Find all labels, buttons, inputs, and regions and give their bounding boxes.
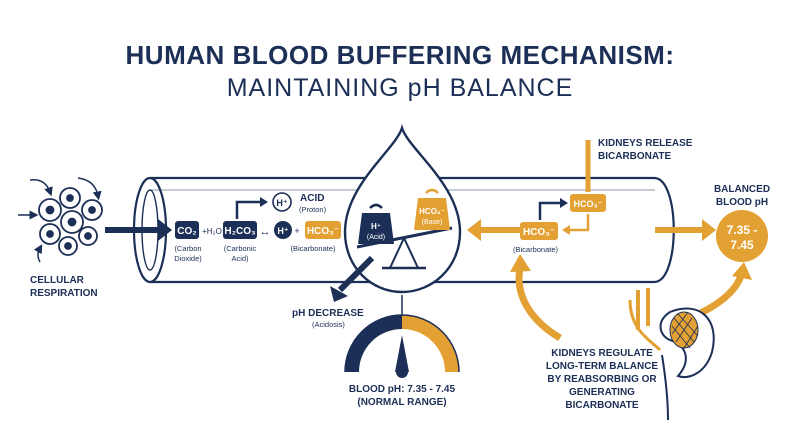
title-line-2: MAINTAINING pH BALANCE [226,74,574,102]
kidney-to-balanced-curve-head [732,262,752,280]
blood-drop [343,124,462,294]
kidney-regulate-line-2: LONG-TERM BALANCE [546,361,659,372]
gauge-label-2: (NORMAL RANGE) [357,397,446,408]
hco3-top-text: HCO₃⁻ [574,199,603,209]
cells-small-arrows [18,177,102,263]
acid-arrow [235,200,262,219]
acid-weight-2: (Acid) [367,234,385,241]
kidney-regulate-line-5: BICARBONATE [565,400,638,411]
hco3-main-box [520,222,558,240]
plus-h2o-text: +H₂O [202,227,222,236]
kidney-release-label-1: KIDNEYS RELEASE [598,138,693,149]
h2co3-box [223,221,257,239]
gauge-label-1: BLOOD pH: 7.35 - 7.45 [349,384,456,395]
h2co3-text: H₂CO₃ [224,226,256,237]
h-plus-circle [274,221,292,239]
cells-label-1: CELLULAR [30,275,85,286]
base-weight-1: HCO₃⁻ [419,207,445,216]
kidney-to-tube-curve [515,267,562,342]
base-weight-2: (Base) [422,219,443,226]
equilibrium-arrow: ↔ [260,226,271,238]
co2-caption-1: (Carbon [174,244,201,253]
balanced-value-2: 7.45 [730,238,754,252]
ph-gauge [344,314,460,378]
co2-caption-2: Dioxide) [174,254,202,263]
acid-arrow-head [260,197,268,207]
kidney-to-tube-curve-head [510,254,531,272]
title-line-1: HUMAN BLOOD BUFFERING MECHANISM: [125,40,675,70]
hco3-top-box [570,194,606,212]
ph-decrease-arrow [337,255,375,293]
hco3-caption: (Bicarbonate) [290,244,336,253]
ph-decrease-arrow-head [330,286,348,302]
bicarb-to-drop-arrow-head [467,219,481,241]
co2-box [175,221,199,239]
hco3-text: HCO₃⁻ [307,226,339,237]
balanced-label-1: BALANCED [714,184,770,195]
bicarb-up-arrow-head [560,198,568,208]
cells-label-2: RESPIRATION [30,288,98,299]
hco3-box [305,221,341,239]
acid-h-circle [272,192,292,212]
hco3-main-text: HCO₃⁻ [523,227,555,238]
balanced-label-2: BLOOD pH [716,197,768,208]
inflow-arrow-head [158,219,172,241]
acid-weight-1: H⁺ [371,222,381,231]
kidney-regulate-line-1: KIDNEYS REGULATE [551,348,653,359]
h-plus-text: H⁺ [277,226,288,236]
kidney-regulate-line-3: BY REABSORBING OR [547,374,657,385]
ph-decrease-label: pH DECREASE [292,308,364,319]
co2-text: CO₂ [177,226,196,237]
plus-text: + [294,226,299,236]
kidney-release-label-2: BICARBONATE [598,151,671,162]
bicarb-up-arrow [538,201,562,220]
to-balanced-arrow-head [702,219,716,241]
h2co3-caption-1: (Carbonic [224,244,257,253]
kidney-return-arrow-head [562,225,570,235]
kidney-return-arrow [568,214,590,232]
acid-h-text: H⁺ [276,198,287,208]
h2co3-caption-2: Acid) [231,254,249,263]
cells-icon [38,187,103,256]
acid-caption: (Proton) [299,205,327,214]
bicarbonate-caption: (Bicarbonate) [513,245,559,254]
kidney-icon [628,288,715,421]
balance-scale [356,188,453,270]
balanced-ph-circle [716,210,768,262]
ph-decrease-caption: (Acidosis) [312,320,345,329]
balanced-value-1: 7.35 - [727,223,758,237]
kidney-regulate-line-4: GENERATING [569,387,635,398]
acid-label: ACID [300,193,324,204]
